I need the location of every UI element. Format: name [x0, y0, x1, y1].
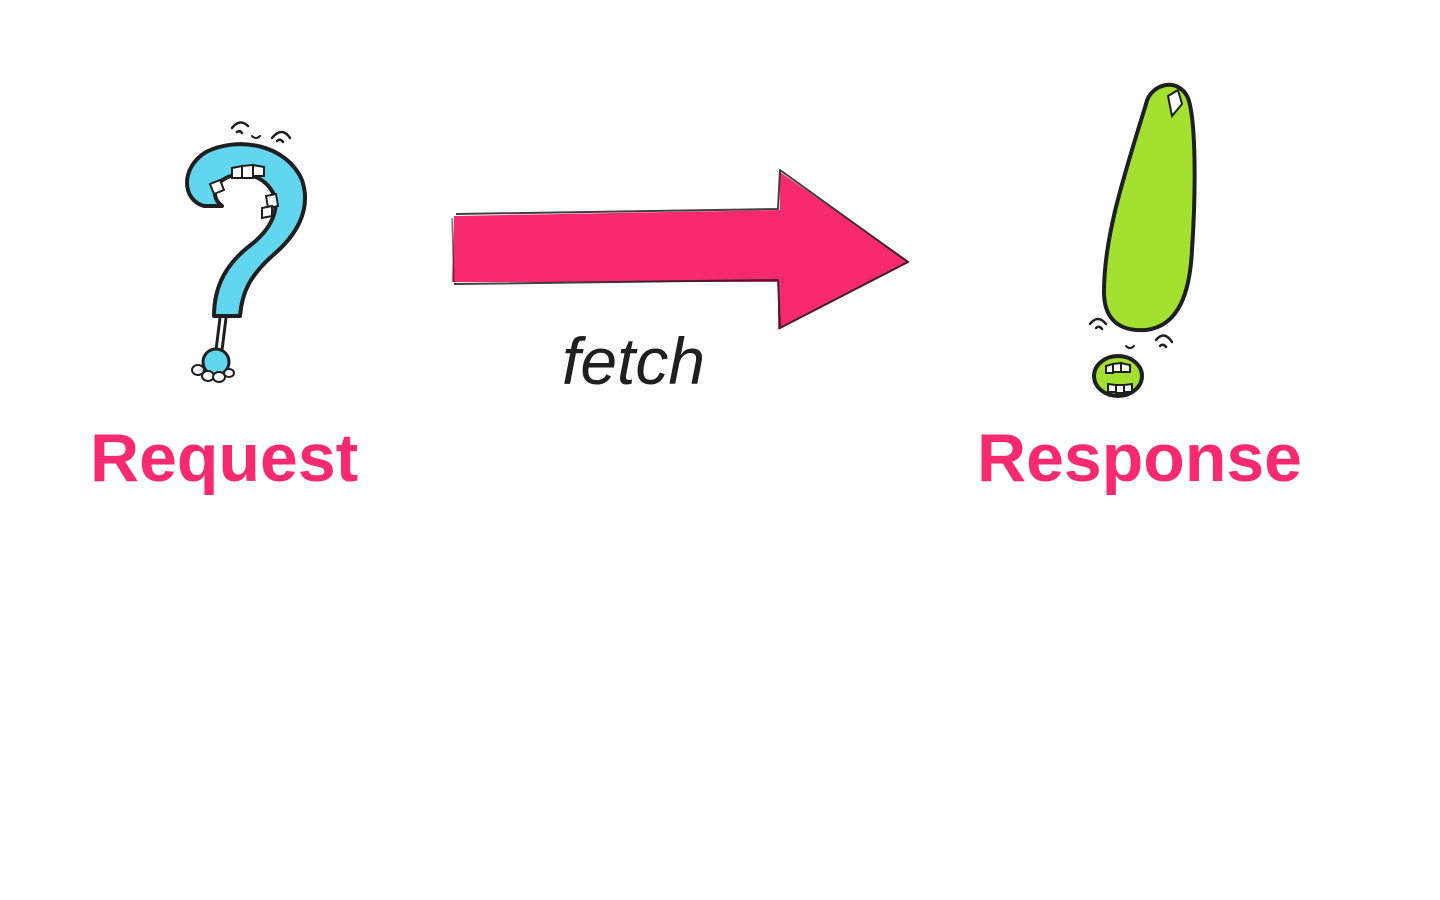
- fetch-edge-label: fetch: [562, 324, 706, 398]
- request-label: Request: [90, 420, 359, 496]
- question-mark-character-icon: [185, 121, 308, 383]
- response-label: Response: [977, 420, 1302, 496]
- right-arrow-icon: [451, 169, 910, 330]
- exclamation-mark-character-icon: [1088, 82, 1197, 398]
